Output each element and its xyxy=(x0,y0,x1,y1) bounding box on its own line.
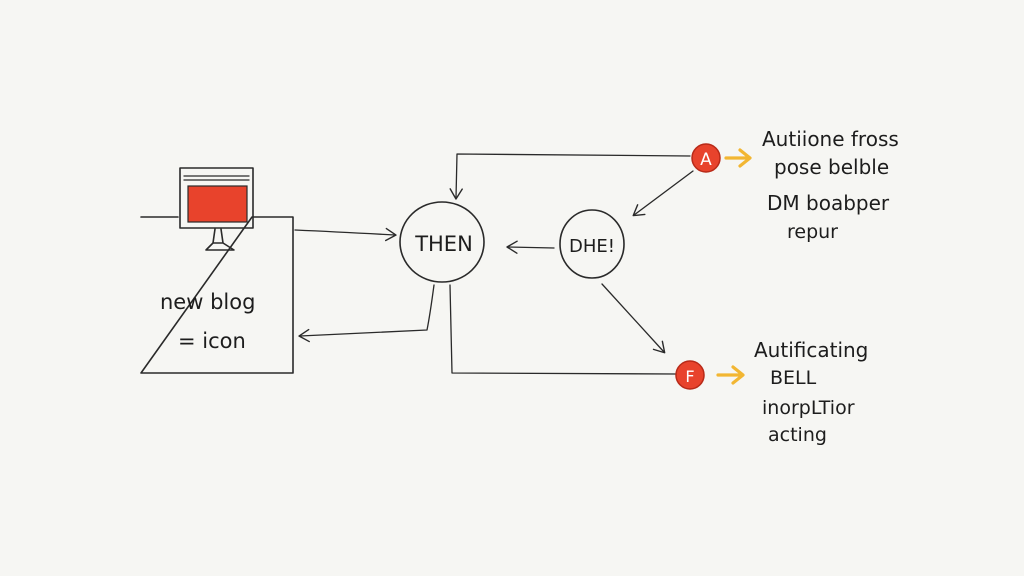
arrow-box-to-then xyxy=(294,227,397,242)
dhe-circle xyxy=(559,209,625,279)
notes-bottom-line3: inorpLTior xyxy=(762,397,855,419)
blog-box: new blog = icon xyxy=(140,216,294,374)
monitor-screen xyxy=(187,185,248,223)
notes-bottom-line1: Autificating xyxy=(754,338,868,362)
notes-top-line4: repur xyxy=(787,221,838,243)
then-circle xyxy=(399,201,485,283)
notes-top-line3: DM boabper xyxy=(767,191,890,215)
badge-f-label: F xyxy=(685,367,694,386)
arrow-a-to-dhe xyxy=(632,170,694,217)
badge-f: F xyxy=(675,360,705,390)
arrow-dhe-to-then xyxy=(506,240,555,254)
monitor-icon xyxy=(179,167,254,251)
notes-top: Autiione fross pose belble DM boabper re… xyxy=(762,127,899,243)
then-node: THEN xyxy=(399,201,485,283)
arrow-dhe-to-f xyxy=(601,283,666,354)
blog-box-line2: = icon xyxy=(178,329,246,353)
notes-bottom: Autificating BELL inorpLTior acting xyxy=(754,338,868,446)
dhe-label: DHE! xyxy=(569,236,615,257)
arrow-yellow-top xyxy=(724,148,752,168)
line-then-to-f xyxy=(449,284,677,375)
notes-top-line2: pose belble xyxy=(774,155,889,179)
arrow-then-to-box xyxy=(298,284,435,343)
badge-a: A xyxy=(691,143,721,173)
badge-a-label: A xyxy=(700,150,712,170)
notes-bottom-line2: BELL xyxy=(770,367,817,389)
then-label: THEN xyxy=(414,232,473,256)
notes-bottom-line4: acting xyxy=(768,424,827,446)
arrow-a-to-then xyxy=(449,153,691,200)
arrow-yellow-bottom xyxy=(716,365,745,385)
dhe-node: DHE! xyxy=(559,209,625,279)
blog-box-outline xyxy=(140,216,294,374)
notes-top-line1: Autiione fross xyxy=(762,127,899,151)
blog-box-line1: new blog xyxy=(160,290,255,314)
